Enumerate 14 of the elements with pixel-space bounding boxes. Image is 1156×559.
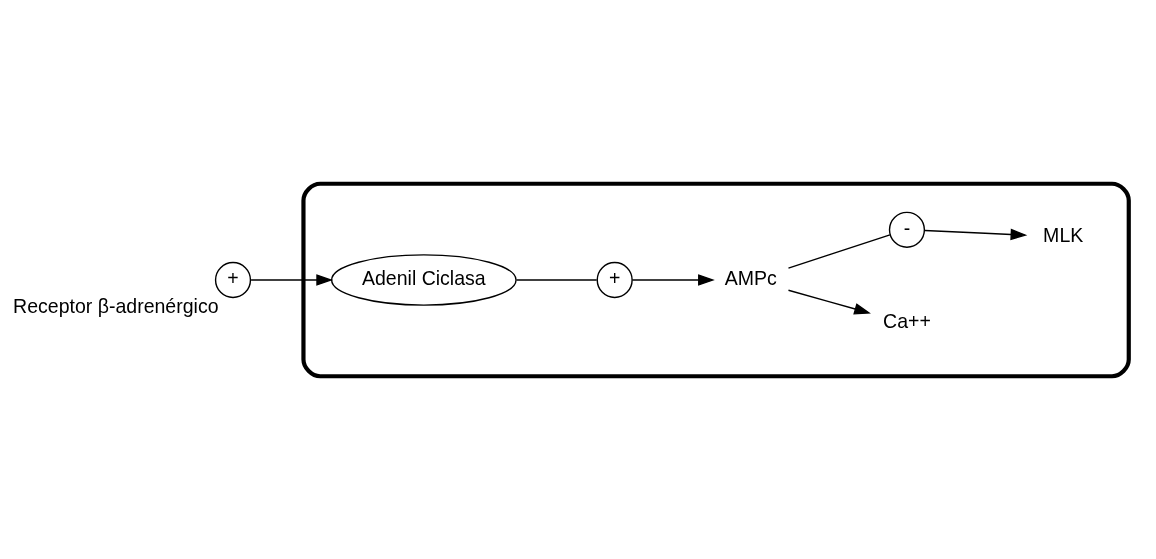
arrow (631, 273, 715, 286)
connector (515, 278, 598, 281)
arrow (787, 289, 871, 315)
node-text: MLK (1043, 223, 1084, 246)
node-circle: - (888, 211, 926, 248)
arrow (250, 273, 334, 286)
node-circle: + (596, 261, 633, 298)
node-text: Ca++ (883, 309, 931, 332)
connector (787, 233, 891, 269)
node-text: AMPc (724, 266, 777, 289)
arrow (924, 228, 1028, 240)
node-circle: + (214, 261, 252, 298)
cluster (301, 181, 1131, 378)
node-ellipse: Adenil Ciclasa (330, 253, 517, 306)
